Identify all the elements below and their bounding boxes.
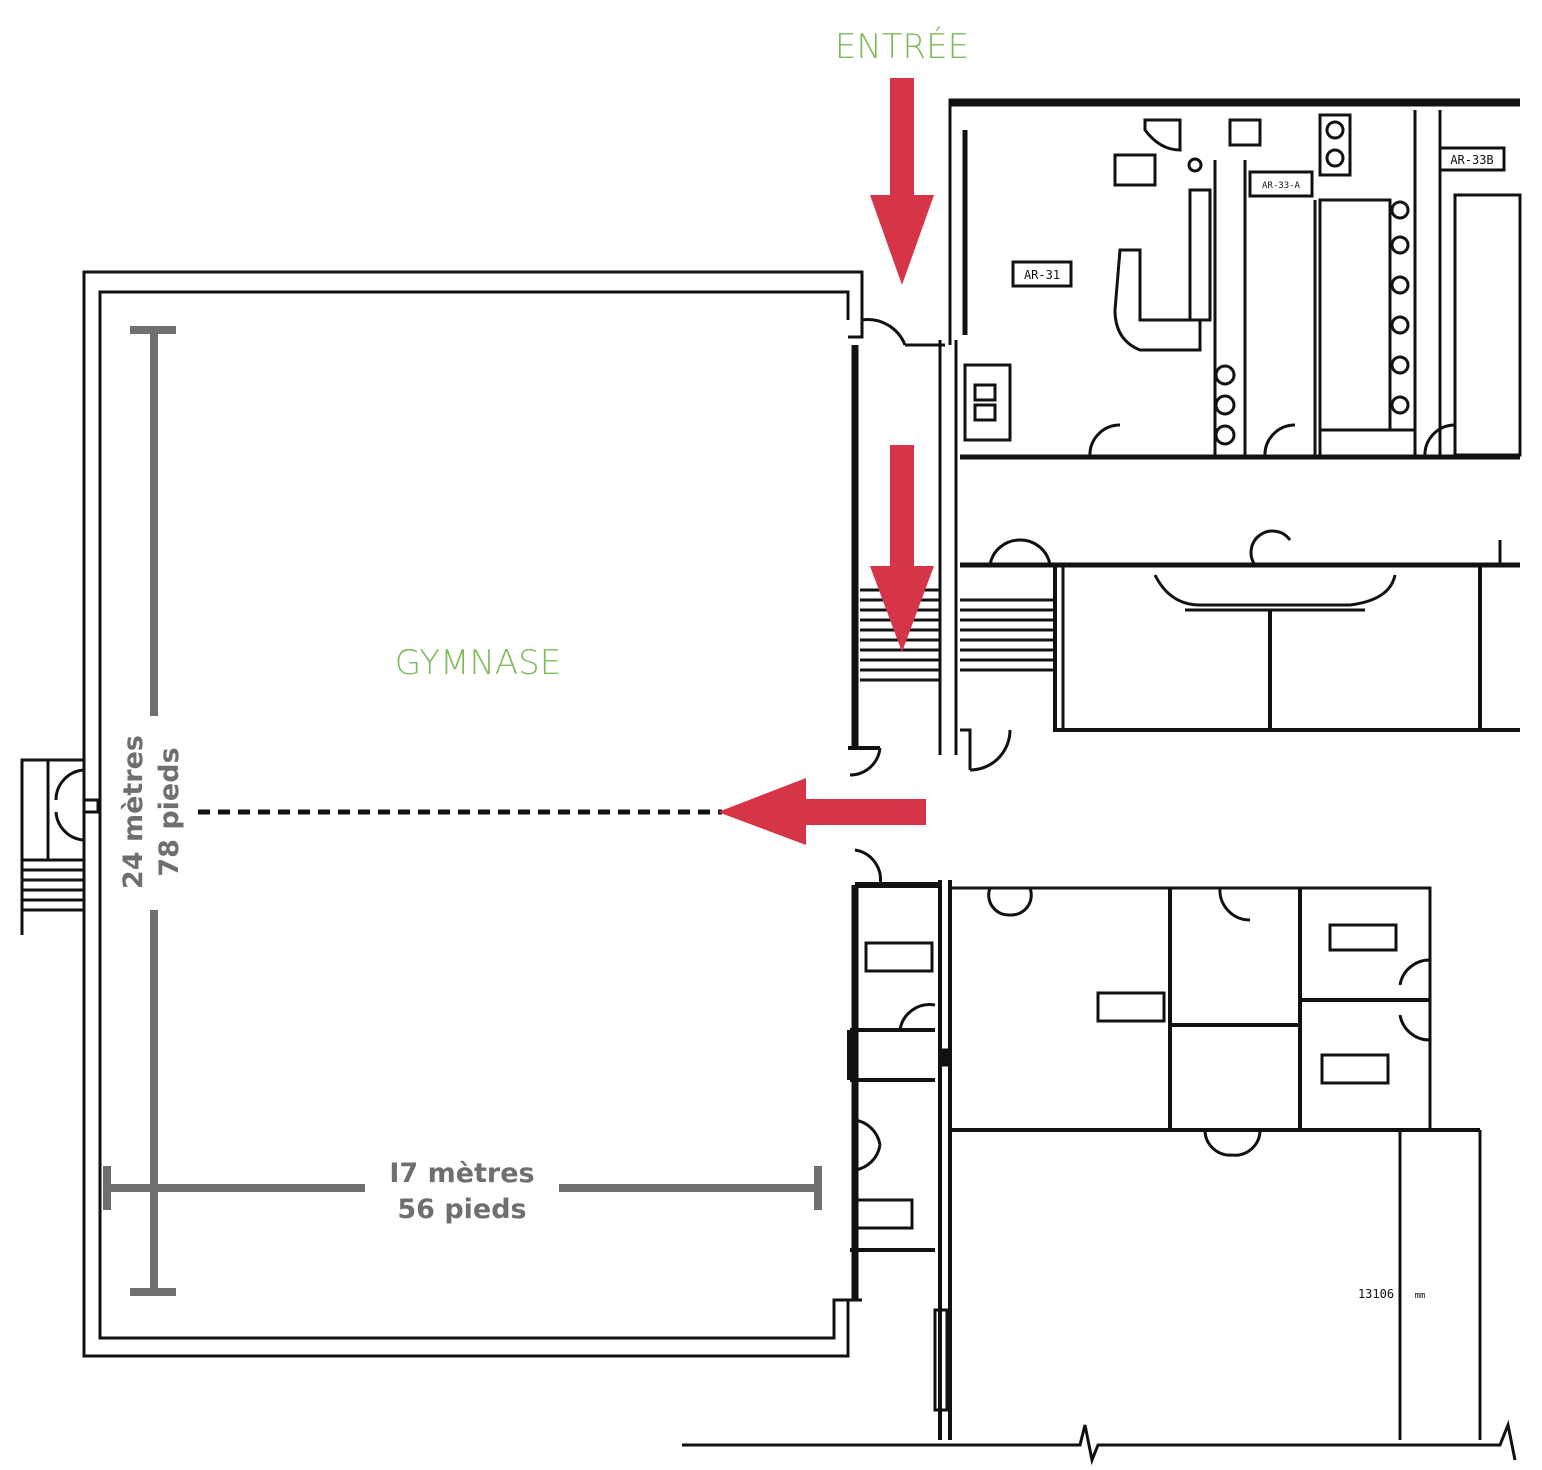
height-meters-label: 24 mètres [118, 735, 149, 889]
height-dimension-labels: 24 mètres 78 pieds [118, 735, 185, 889]
north-wing [860, 98, 1522, 772]
gym-label: GYMNASE [395, 643, 562, 683]
room-13106-suffix: mm [1415, 1291, 1426, 1301]
room-13106-tag: 13106 [1358, 1287, 1394, 1301]
south-wing [682, 880, 1517, 1466]
west-exit-stairs [20, 758, 100, 935]
room-ar33b-tag: AR-33B [1450, 153, 1493, 167]
arrow-corridor-down [870, 445, 934, 652]
gym-walls [82, 270, 864, 1358]
width-meters-label: I7 mètres [389, 1158, 534, 1189]
arrow-gym-left [718, 778, 926, 845]
arrow-entrance-down [870, 78, 934, 285]
width-feet-label: 56 pieds [397, 1194, 526, 1225]
room-ar33a-tag: AR-33-A [1262, 181, 1301, 191]
gym-east-wall [848, 318, 945, 1300]
horizontal-dimension [103, 1166, 822, 1210]
height-feet-label: 78 pieds [154, 747, 185, 876]
vertical-dimension [130, 326, 176, 1296]
entrance-label: ENTRÉE [835, 26, 969, 67]
room-ar31-tag: AR-31 [1024, 268, 1060, 282]
